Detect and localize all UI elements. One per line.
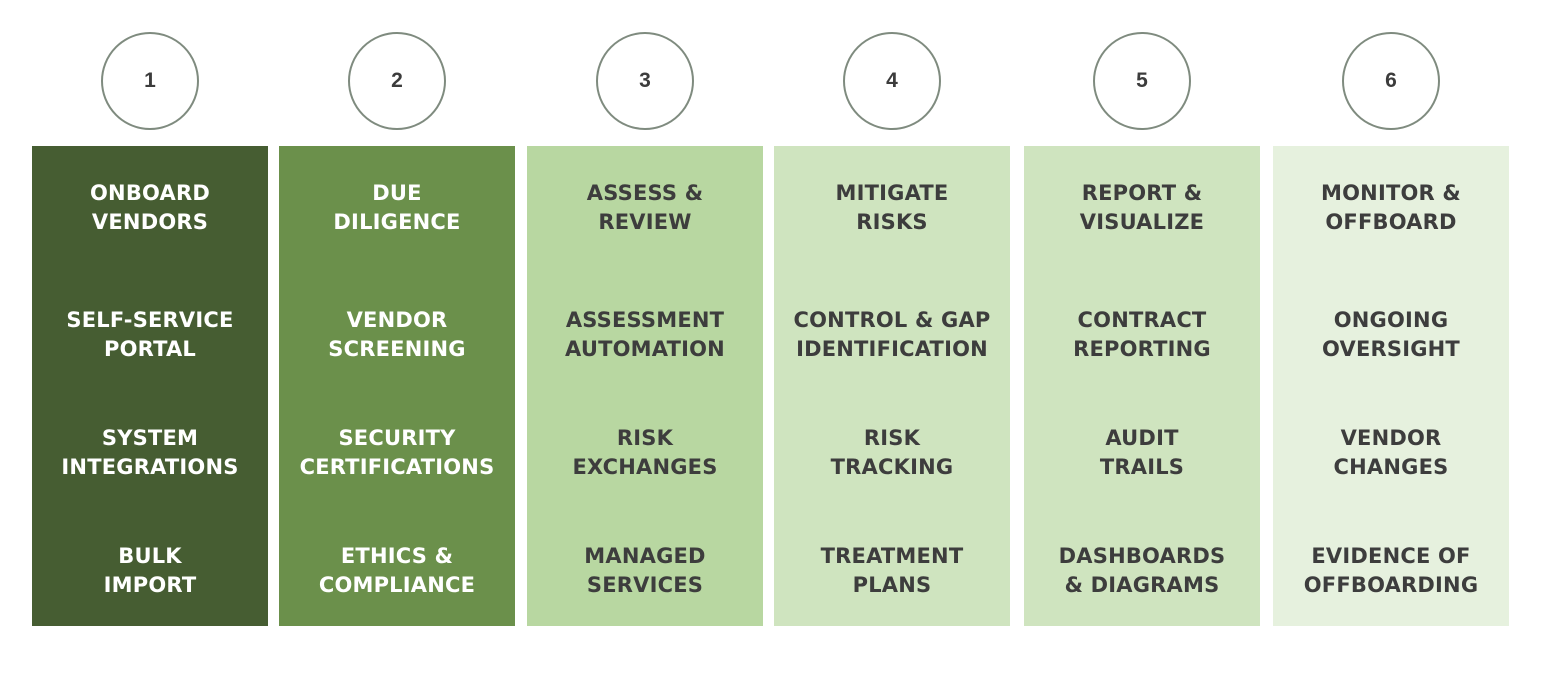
stage-number-circle: 5 bbox=[1093, 32, 1191, 130]
stage-number-circle: 1 bbox=[101, 32, 199, 130]
stage-feature: DASHBOARDS& DIAGRAMS bbox=[1058, 544, 1226, 597]
stage-number-circle: 6 bbox=[1342, 32, 1440, 130]
stage-number-circle: 4 bbox=[843, 32, 941, 130]
stage-heading: ASSESS &REVIEW bbox=[586, 181, 704, 234]
stage-number-circle: 3 bbox=[596, 32, 694, 130]
stage-heading: MONITOR &OFFBOARD bbox=[1321, 181, 1461, 234]
stage-number-circle: 2 bbox=[348, 32, 446, 130]
stage-feature: ETHICS &COMPLIANCE bbox=[318, 544, 476, 597]
stage-heading: REPORT &VISUALIZE bbox=[1079, 181, 1205, 234]
